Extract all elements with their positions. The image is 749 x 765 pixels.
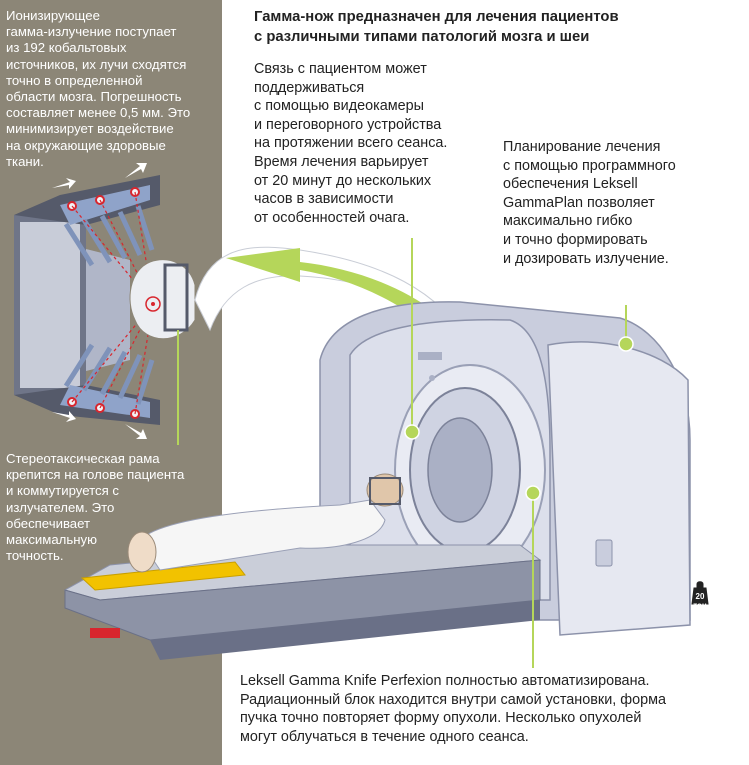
machine-logo bbox=[429, 375, 435, 381]
patient-figure bbox=[127, 473, 404, 573]
collimator-ring bbox=[427, 417, 493, 523]
ray-arrow-icon bbox=[52, 411, 76, 422]
stereotactic-frame bbox=[163, 263, 189, 332]
source-sector-bottom bbox=[60, 385, 150, 418]
collimator-inner bbox=[20, 222, 80, 388]
gamma-knife-machine bbox=[319, 301, 691, 636]
couch-base bbox=[150, 600, 540, 660]
source-sector-top bbox=[60, 185, 150, 225]
patient-head-section bbox=[129, 259, 196, 340]
callout-dot-icon bbox=[525, 485, 541, 501]
treatment-planning-description: Планирование лечения с помощью программн… bbox=[503, 139, 676, 267]
focus-center bbox=[151, 302, 155, 306]
weight-badge: 20 тон bbox=[693, 592, 707, 610]
patient-body bbox=[139, 499, 386, 571]
page-title: Гамма-нож предназначен для лечения пацие… bbox=[254, 9, 619, 45]
patient-couch bbox=[63, 544, 542, 660]
callout-lines bbox=[404, 238, 634, 668]
curved-arrow-icon bbox=[226, 248, 480, 364]
collimator-channels bbox=[63, 205, 155, 267]
callout-dot-icon bbox=[404, 424, 420, 440]
machine-label bbox=[418, 352, 442, 360]
control-panel bbox=[595, 539, 613, 567]
ray-arrow-icon bbox=[125, 163, 147, 178]
video-communication-description: Связь с пациентом может поддерживаться с… bbox=[254, 61, 448, 226]
ray-arrows bbox=[52, 163, 147, 439]
ray-arrow-icon bbox=[125, 424, 147, 439]
collimator-channels bbox=[63, 343, 155, 405]
couch-light bbox=[90, 628, 120, 638]
focus-target bbox=[145, 296, 161, 312]
gamma-rays bbox=[71, 191, 154, 415]
patient-frame bbox=[369, 477, 401, 505]
ray-arrow-icon bbox=[52, 178, 76, 189]
gamma-radiation-description: Ионизирующее гамма-излучение поступает и… bbox=[6, 8, 191, 169]
automation-description: Leksell Gamma Knife Perfexion полностью … bbox=[240, 673, 666, 745]
weight-icon bbox=[691, 581, 709, 605]
cross-section-diagram bbox=[14, 163, 196, 445]
stereotactic-frame-description: Стереотаксическая рама крепится на голов… bbox=[6, 451, 185, 564]
patient-head bbox=[366, 473, 404, 507]
patient-feet bbox=[127, 531, 157, 573]
machine-side-cover bbox=[547, 341, 691, 636]
couch-cushion bbox=[80, 561, 246, 591]
callout-dot-icon bbox=[618, 336, 634, 352]
